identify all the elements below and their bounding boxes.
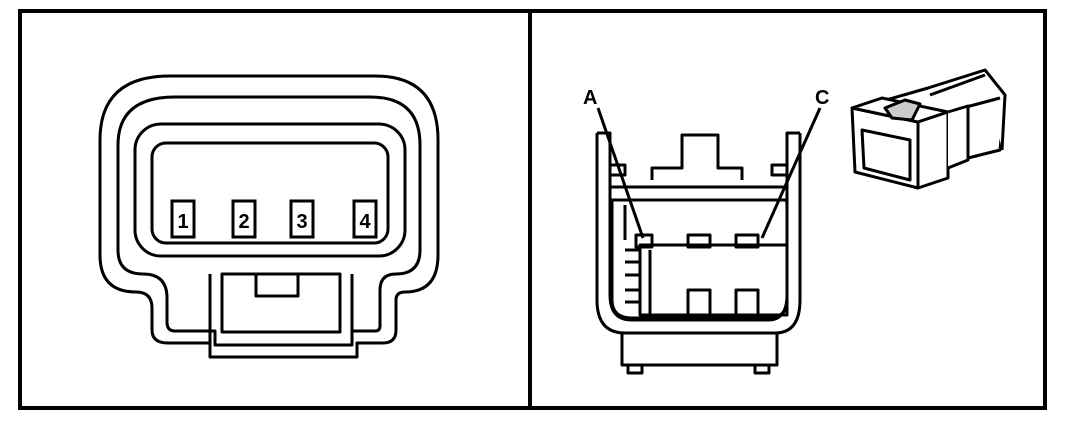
iso-side-step [947, 104, 970, 170]
top-tab [650, 133, 744, 180]
iso-body-right [983, 69, 1007, 151]
iso-latch [883, 98, 922, 122]
connector-isometric-view [850, 68, 1007, 190]
pin-cavity-inner [150, 141, 390, 245]
pin-3: 3 [289, 199, 315, 239]
callout-a-label: A [583, 87, 597, 109]
pin-label: 2 [238, 211, 249, 233]
pin-1: 1 [170, 199, 196, 239]
callout-a-leader [596, 107, 645, 239]
iso-side-face [916, 110, 950, 190]
base-plate [620, 331, 779, 367]
terminal-a-upper [634, 233, 654, 249]
locking-tab-latch [254, 272, 300, 298]
terminal-c-lower [734, 288, 760, 317]
terminal-c-upper [734, 233, 760, 249]
left-panel-connector-face [98, 74, 440, 359]
left-stacked-blocks [625, 248, 640, 304]
callout-c-leader [760, 107, 822, 239]
terminal-b-upper [686, 233, 712, 249]
terminal-b-lower [686, 288, 712, 317]
pin-4: 4 [352, 199, 378, 239]
callout-c-label: C [815, 87, 829, 109]
callout-leaders [596, 107, 822, 239]
top-shoulder-right [770, 131, 800, 177]
pin-label: 4 [359, 211, 371, 233]
connector-inner-outline [116, 95, 422, 347]
terminal-housing [638, 243, 789, 317]
base-foot-right [753, 363, 771, 375]
pin-group: 1 2 3 4 [170, 199, 378, 239]
pin-2: 2 [231, 199, 257, 239]
pin-label: 3 [296, 211, 307, 233]
iso-front-opening [860, 128, 912, 182]
pin-cavity-outline [133, 122, 407, 258]
pin-label: 1 [177, 211, 188, 233]
right-panel-connector-side [595, 131, 802, 375]
base-foot-left [626, 363, 644, 375]
